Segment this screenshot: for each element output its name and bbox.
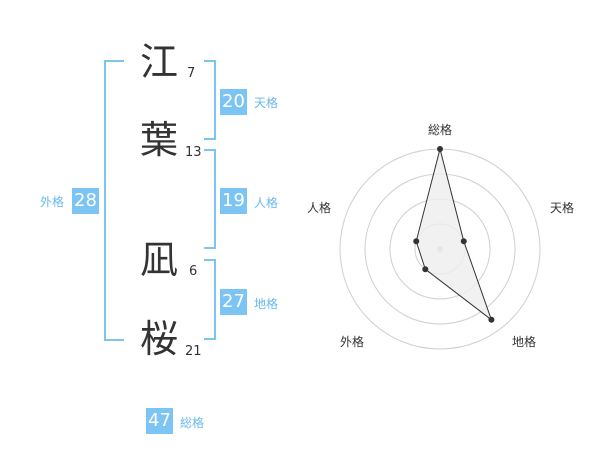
radar-label-gaikaku: 外格 [339, 335, 364, 349]
chikaku-bracket [204, 259, 216, 340]
soukaku-value: 47 [146, 408, 173, 434]
name-char-2: 葉 [139, 118, 178, 162]
tenkaku-label: 天格 [254, 96, 279, 110]
name-char-4: 桜 [139, 317, 178, 361]
radar-label-chikaku: 地格 [511, 335, 536, 349]
chikaku-value: 27 [220, 289, 247, 315]
radar-label-tenkaku: 天格 [549, 201, 574, 215]
stroke-count-3: 6 [189, 264, 198, 279]
radar-point-4 [422, 266, 429, 273]
radar-label-jinkaku: 人格 [306, 201, 331, 215]
gaikaku-bracket [104, 60, 124, 341]
gaikaku-value: 28 [72, 188, 99, 214]
stroke-count-1: 7 [187, 66, 196, 81]
name-char-1: 江 [139, 40, 178, 84]
tenkaku-bracket [204, 60, 216, 140]
radar-point-3 [488, 316, 495, 323]
radar-point-1 [437, 146, 443, 152]
stroke-count-4: 21 [185, 344, 202, 359]
jinkaku-bracket [204, 149, 216, 249]
name-char-3: 凪 [139, 238, 178, 282]
gaikaku-label: 外格 [40, 195, 65, 209]
tenkaku-value: 20 [220, 89, 247, 115]
chikaku-label: 地格 [254, 297, 279, 311]
radar-point-5 [413, 238, 420, 245]
radar-label-soukaku: 総格 [427, 123, 452, 137]
jinkaku-label: 人格 [254, 196, 279, 210]
jinkaku-value: 19 [220, 188, 247, 214]
radar-shape [415, 148, 493, 322]
radar-point-2 [460, 238, 467, 245]
soukaku-label: 総格 [180, 416, 205, 430]
stroke-count-2: 13 [185, 145, 202, 160]
